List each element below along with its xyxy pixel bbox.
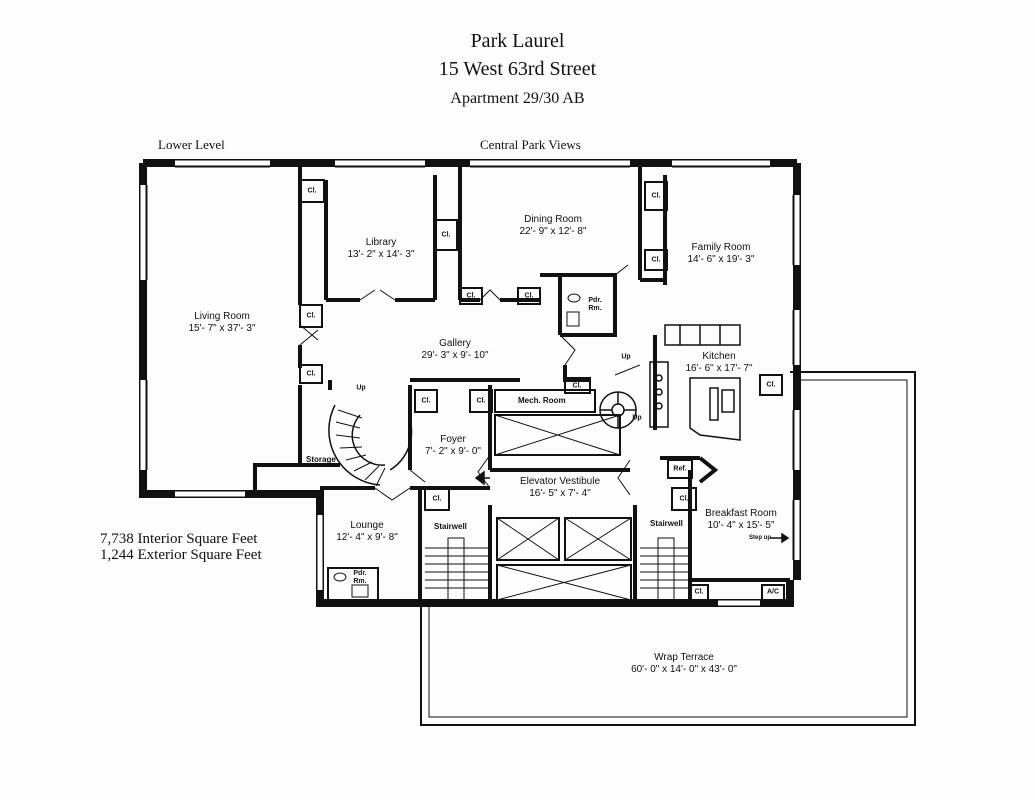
closet-tag: Cl.	[694, 588, 704, 596]
closet-tag: Cl.	[441, 231, 451, 239]
arrows	[474, 470, 790, 544]
kitchen-fixtures	[649, 324, 741, 441]
closet-tag: Cl.	[524, 292, 534, 300]
interior-square-feet: 7,738 Interior Square Feet	[100, 531, 258, 547]
room-dimensions: 22'- 9" x 12'- 8"	[519, 226, 587, 237]
closet-tag: Cl.	[306, 312, 316, 320]
step-up-tag: Step up	[749, 535, 771, 541]
closets	[299, 179, 785, 601]
powder-room-tag: Pdr. Rm.	[588, 297, 602, 312]
spiral-staircase	[328, 404, 413, 487]
wrap-terrace-outline	[420, 371, 916, 726]
central-park-views-label: Central Park Views	[480, 137, 581, 152]
building-name: Park Laurel	[470, 30, 565, 52]
up-tag: Up	[632, 414, 642, 422]
room-name: Elevator Vestibule	[519, 476, 601, 487]
room-name: Wrap Terrace	[654, 652, 714, 663]
room-name: Breakfast Room	[705, 508, 777, 519]
interior-walls	[253, 167, 790, 600]
door-swings	[299, 264, 641, 501]
room-name: Family Room	[691, 242, 751, 253]
room-dimensions: 10'- 4" x 15'- 5"	[707, 520, 775, 531]
closet-tag: Cl.	[421, 397, 431, 405]
room-dimensions: 13'- 2" x 14'- 3"	[347, 249, 415, 260]
powder-room-tag: Pdr. Rm.	[353, 570, 367, 585]
apartment-number: Apartment 29/30 AB	[450, 90, 585, 107]
room-name: Living Room	[194, 311, 250, 322]
room-name: Library	[365, 237, 397, 248]
refrigerator-tag: Ref.	[673, 465, 687, 473]
exterior-square-feet: 1,244 Exterior Square Feet	[100, 547, 262, 563]
closet-tag: Cl.	[679, 495, 689, 503]
building-address: 15 West 63rd Street	[438, 58, 597, 80]
closet-tag: Cl.	[307, 187, 317, 195]
closet-tag: Cl.	[651, 256, 661, 264]
storage-label: Storage	[306, 455, 336, 464]
stairwell-left-label: Stairwell	[434, 522, 467, 531]
room-name: Kitchen	[702, 351, 736, 362]
closet-tag: Cl.	[476, 397, 486, 405]
room-name: Dining Room	[524, 214, 582, 225]
room-name: Gallery	[439, 338, 471, 349]
closet-tag: Cl.	[306, 370, 316, 378]
room-dimensions: 7'- 2" x 9'- 0"	[425, 446, 481, 457]
lower-level-label: Lower Level	[158, 137, 225, 152]
stair-treads	[425, 537, 690, 601]
room-dimensions: 14'- 6" x 19'- 3"	[687, 254, 755, 265]
closet-tag: Cl.	[766, 381, 776, 389]
mech-room-label: Mech. Room	[518, 396, 566, 405]
closet-tag: Cl.	[466, 292, 476, 300]
up-tag: Up	[621, 353, 631, 361]
elevator-shafts	[494, 414, 632, 601]
up-tag: Up	[356, 384, 366, 392]
ac-tag: A/C	[766, 588, 780, 596]
room-dimensions: 60'- 0" x 14'- 0" x 43'- 0"	[631, 664, 737, 675]
room-dimensions: 29'- 3" x 9'- 10"	[421, 350, 489, 361]
small-spiral-staircase	[599, 391, 637, 429]
room-name: Foyer	[440, 434, 466, 445]
powder-room-fixtures	[327, 293, 581, 601]
closet-tag: Cl.	[432, 495, 442, 503]
room-dimensions: 15'- 7" x 37'- 3"	[188, 323, 256, 334]
room-dimensions: 16'- 6" x 17'- 7"	[685, 363, 753, 374]
stairwell-right-label: Stairwell	[650, 519, 683, 528]
room-name: Lounge	[350, 520, 384, 531]
room-dimensions: 16'- 5" x 7'- 4"	[529, 488, 591, 499]
closet-tag: Cl.	[572, 382, 582, 390]
closet-tag: Cl.	[651, 192, 661, 200]
room-dimensions: 12'- 4" x 9'- 8"	[336, 532, 398, 543]
